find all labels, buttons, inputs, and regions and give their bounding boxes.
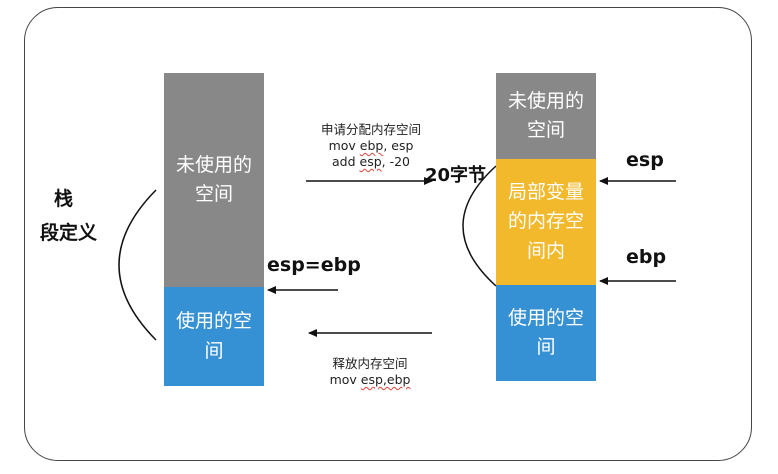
right-locals-line2: 的内存空 (507, 210, 584, 233)
left-used-line2: 间 (204, 339, 224, 362)
right-unused-block: 未使用的空间 (496, 73, 596, 159)
left-unused-line1: 未使用的 (175, 153, 252, 176)
release-line2: mov esp,ebp (329, 372, 411, 387)
allocate-line1: 申请分配内存空间 (320, 122, 421, 137)
right-used-line2: 间 (536, 336, 556, 358)
release-annotation: 释放内存空间 mov esp,ebp (300, 356, 440, 388)
size-20-bytes-label: 20字节 (425, 165, 487, 186)
side-label-line2: 段定义 (40, 222, 98, 244)
right-locals-line3: 间内 (526, 239, 565, 262)
locals-brace-curve (462, 165, 497, 287)
allocate-annotation: 申请分配内存空间 mov ebp, esp add esp, -20 (296, 122, 446, 170)
stack-brace-curve (118, 189, 157, 341)
right-used-block: 使用的空间 (496, 285, 596, 381)
side-label-line1: 栈 (54, 188, 74, 210)
stack-segment-label: 栈 段定义 (40, 182, 97, 250)
right-locals-block: 局部变量的内存空间内 (496, 159, 596, 285)
esp-label: esp (626, 149, 664, 171)
left-unused-block: 未使用的空间 (164, 73, 264, 287)
right-used-line1: 使用的空 (507, 306, 584, 329)
right-unused-line2: 空间 (526, 119, 565, 141)
left-unused-line2: 空间 (194, 183, 233, 205)
left-used-line1: 使用的空 (175, 310, 252, 333)
outer-frame (24, 7, 752, 461)
left-used-block: 使用的空间 (164, 287, 264, 386)
right-locals-line1: 局部变量 (507, 180, 584, 203)
allocate-line3: add esp, -20 (331, 154, 411, 169)
esp-equals-ebp-label: esp=ebp (267, 254, 361, 276)
ebp-label: ebp (626, 246, 667, 268)
allocate-line2: mov ebp, esp (328, 138, 414, 153)
release-line1: 释放内存空间 (332, 356, 408, 371)
right-unused-line1: 未使用的 (507, 89, 584, 112)
